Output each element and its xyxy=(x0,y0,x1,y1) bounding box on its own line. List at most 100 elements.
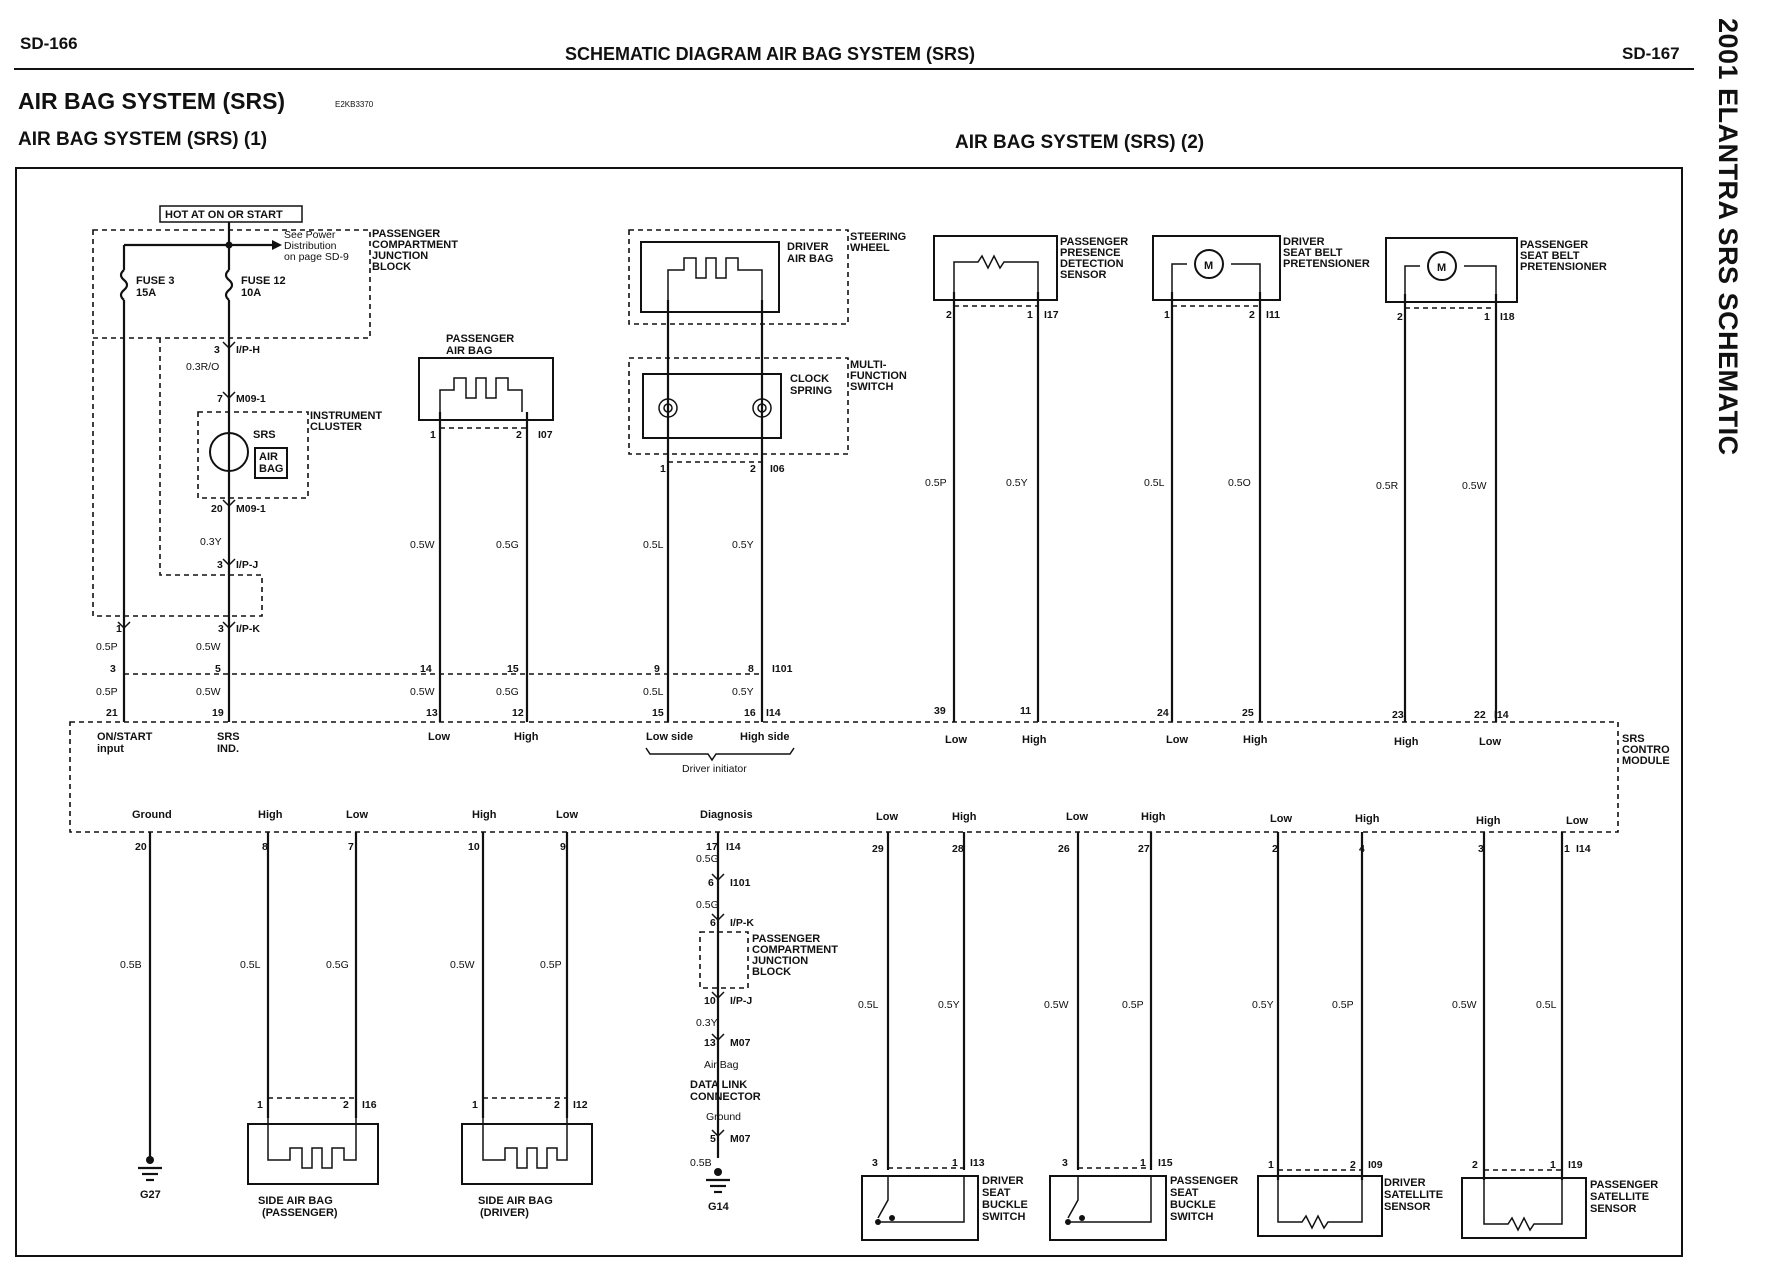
connector-label: I18 xyxy=(1500,311,1515,323)
psbs-label: SWITCH xyxy=(1170,1211,1213,1223)
subsection-2-title: AIR BAG SYSTEM (SRS) (2) xyxy=(955,132,1205,153)
pin-label: 27 xyxy=(1138,843,1150,855)
connector-label: M09-1 xyxy=(236,393,266,405)
module-terminal-label: High xyxy=(472,809,497,821)
ground-label: G27 xyxy=(140,1189,161,1201)
pcjb-label: JUNCTION xyxy=(752,955,808,967)
ppd-sensor-label: PASSENGER xyxy=(1060,236,1128,248)
pin-label: 7 xyxy=(348,841,354,853)
dsbp-label: SEAT BELT xyxy=(1283,247,1343,259)
pin-label: 3 xyxy=(872,1157,878,1169)
module-terminal-label: Low xyxy=(1166,734,1188,746)
pin-label: 2 xyxy=(343,1099,349,1111)
multifunction-switch-label: FUNCTION xyxy=(850,370,907,382)
module-terminal-label: High xyxy=(1394,736,1419,748)
ppd-sensor-label: SENSOR xyxy=(1060,269,1107,281)
wire-label: 0.5O xyxy=(1228,477,1251,489)
module-terminal-label: High xyxy=(1243,734,1268,746)
pcjb-label: BLOCK xyxy=(752,966,791,978)
section-code: E2KB3370 xyxy=(335,100,374,109)
pin-label: 2 xyxy=(1472,1159,1478,1171)
instrument-cluster-label: INSTRUMENT xyxy=(310,410,382,422)
driver-satellite-sensor xyxy=(1257,1175,1383,1237)
pin-label: 6 xyxy=(710,917,716,929)
fuse-12-label: FUSE 12 xyxy=(241,275,286,287)
pin-label: 26 xyxy=(1058,843,1070,855)
pin-label: 29 xyxy=(872,843,884,855)
pin-label: 15 xyxy=(507,663,519,675)
driver-airbag-module xyxy=(640,241,780,313)
connector-label: I101 xyxy=(772,663,793,675)
clock-spring-label: SPRING xyxy=(790,385,832,397)
connector-label: I/P-J xyxy=(236,559,258,571)
wire-label: 0.5G xyxy=(496,686,519,698)
pin-label: 10 xyxy=(468,841,480,853)
connector-label: I17 xyxy=(1044,309,1059,321)
pin-label: 1 xyxy=(1140,1157,1146,1169)
dsbs-label: SWITCH xyxy=(982,1211,1025,1223)
wire-label: 0.3Y xyxy=(696,1017,718,1029)
pin-label: 3 xyxy=(217,559,223,571)
see-power-text: on page SD-9 xyxy=(284,251,349,263)
hot-label-box xyxy=(159,205,303,223)
dlc-terminal-label: Ground xyxy=(706,1111,741,1123)
psbp-label: SEAT BELT xyxy=(1520,250,1580,262)
pin-label: 1 xyxy=(1268,1159,1274,1171)
module-terminal-label: Low xyxy=(1479,736,1501,748)
pin-label: 28 xyxy=(952,843,964,855)
airbag-warning-label: AIR xyxy=(259,451,278,463)
pin-label: 16 xyxy=(744,707,756,719)
pss-label: PASSENGER xyxy=(1590,1179,1658,1191)
buckle-switch-icon xyxy=(877,1176,965,1223)
connector-label: M07 xyxy=(730,1133,751,1145)
wire-label: 0.5L xyxy=(643,539,664,551)
pin-label: 2 xyxy=(946,309,952,321)
module-terminal-label: ON/START xyxy=(97,731,153,743)
pin-label: 24 xyxy=(1157,707,1169,719)
passenger-presence-sensor xyxy=(933,235,1058,301)
module-terminal-label: Low xyxy=(346,809,368,821)
pin-label: 20 xyxy=(135,841,147,853)
pcjb-label: JUNCTION xyxy=(372,250,428,262)
left-page-number: SD-166 xyxy=(20,34,78,53)
module-terminal-label: Low xyxy=(945,734,967,746)
connector-label: I06 xyxy=(770,463,785,475)
wire-label: 0.5W xyxy=(196,686,221,698)
pcjb-label: PASSENGER xyxy=(752,933,820,945)
pin-label: 1 xyxy=(1564,843,1570,855)
driver-airbag-label: AIR BAG xyxy=(787,253,833,265)
pin-label: 1 xyxy=(1164,309,1170,321)
pin-label: 39 xyxy=(934,705,946,717)
dsbs-label: DRIVER xyxy=(982,1175,1024,1187)
airbag-warning-icon xyxy=(254,447,288,479)
connector-label: I09 xyxy=(1368,1159,1383,1171)
side-airbag-icon xyxy=(267,1118,357,1169)
wire-label: 0.5L xyxy=(1536,999,1557,1011)
wire-label: 0.5L xyxy=(858,999,879,1011)
connector-label: I13 xyxy=(970,1157,985,1169)
driver-airbag-label: DRIVER xyxy=(787,241,829,253)
pin-label: 2 xyxy=(1249,309,1255,321)
buckle-switch-icon xyxy=(1067,1176,1152,1223)
pcjb-label: COMPARTMENT xyxy=(752,944,838,956)
pin-label: 7 xyxy=(217,393,223,405)
page-title: SCHEMATIC DIAGRAM AIR BAG SYSTEM (SRS) xyxy=(565,44,976,64)
connector-label: I101 xyxy=(730,877,751,889)
wire-label: 0.5G xyxy=(496,539,519,551)
wire-label: 0.3Y xyxy=(200,536,222,548)
pin-label: 9 xyxy=(560,841,566,853)
srs-lamp-icon xyxy=(209,432,249,472)
connector-label: I14 xyxy=(726,841,741,853)
wire-label: 0.5P xyxy=(1122,999,1144,1011)
pin-label: 5 xyxy=(710,1133,716,1145)
wire-label: 0.5W xyxy=(1462,480,1487,492)
connector-label: I16 xyxy=(362,1099,377,1111)
wire-label: 0.5G xyxy=(696,899,719,911)
connector-label: I19 xyxy=(1568,1159,1583,1171)
see-power-text: See Power xyxy=(284,229,336,241)
dlc-terminal-label: Air Bag xyxy=(704,1059,739,1071)
wire-label: 0.5W xyxy=(450,959,475,971)
pin-label: 14 xyxy=(420,663,432,675)
module-terminal-label: Low xyxy=(556,809,578,821)
